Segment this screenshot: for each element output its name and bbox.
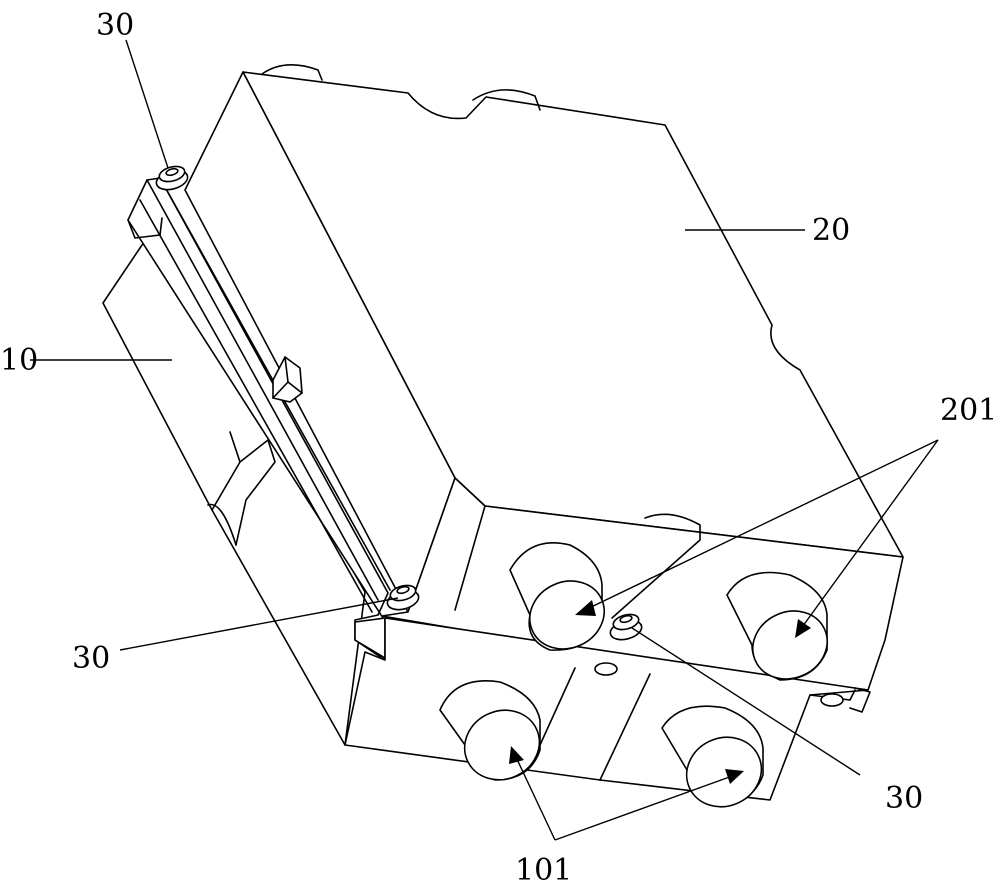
screw-top	[155, 165, 189, 191]
top-boss-right	[472, 89, 541, 111]
arrow-201-a	[575, 600, 596, 616]
lower-block-foot	[849, 687, 871, 713]
screw-left	[386, 584, 420, 611]
leader-screw-top	[125, 39, 169, 169]
outlet-lower-right	[661, 705, 764, 808]
rail-bottom-end	[354, 617, 386, 659]
arrow-101-b	[725, 769, 744, 784]
arrow-201-b	[795, 619, 811, 638]
screw-lower-small	[594, 662, 844, 707]
leader-201-b	[799, 439, 939, 631]
label-outlets-lower: 101	[515, 853, 572, 888]
label-outlets-upper: 201	[940, 393, 997, 428]
leader-201-a	[584, 439, 939, 611]
leader-101-a	[514, 754, 556, 841]
leader-screw-right	[631, 627, 861, 776]
rail-top-end	[127, 217, 163, 239]
label-lower-block: 10	[0, 343, 38, 378]
upper-block-top-face	[242, 71, 904, 558]
lower-block-notch	[207, 503, 237, 546]
outlet-upper-right	[726, 571, 828, 681]
label-screw-left: 30	[72, 641, 110, 676]
leader-screw-left	[119, 597, 399, 651]
label-screw-right: 30	[885, 781, 923, 816]
outlet-upper-left	[509, 541, 605, 651]
lower-block-groove	[211, 431, 276, 546]
screw-right	[609, 613, 643, 641]
top-boss-left	[261, 64, 323, 81]
label-screw-top: 30	[96, 8, 134, 43]
upper-block-front-divider	[454, 505, 701, 619]
leader-101-b	[554, 774, 736, 841]
label-upper-block: 20	[812, 213, 850, 248]
rail-mid-tab-edge	[272, 356, 303, 399]
arrow-101-a	[509, 746, 524, 764]
